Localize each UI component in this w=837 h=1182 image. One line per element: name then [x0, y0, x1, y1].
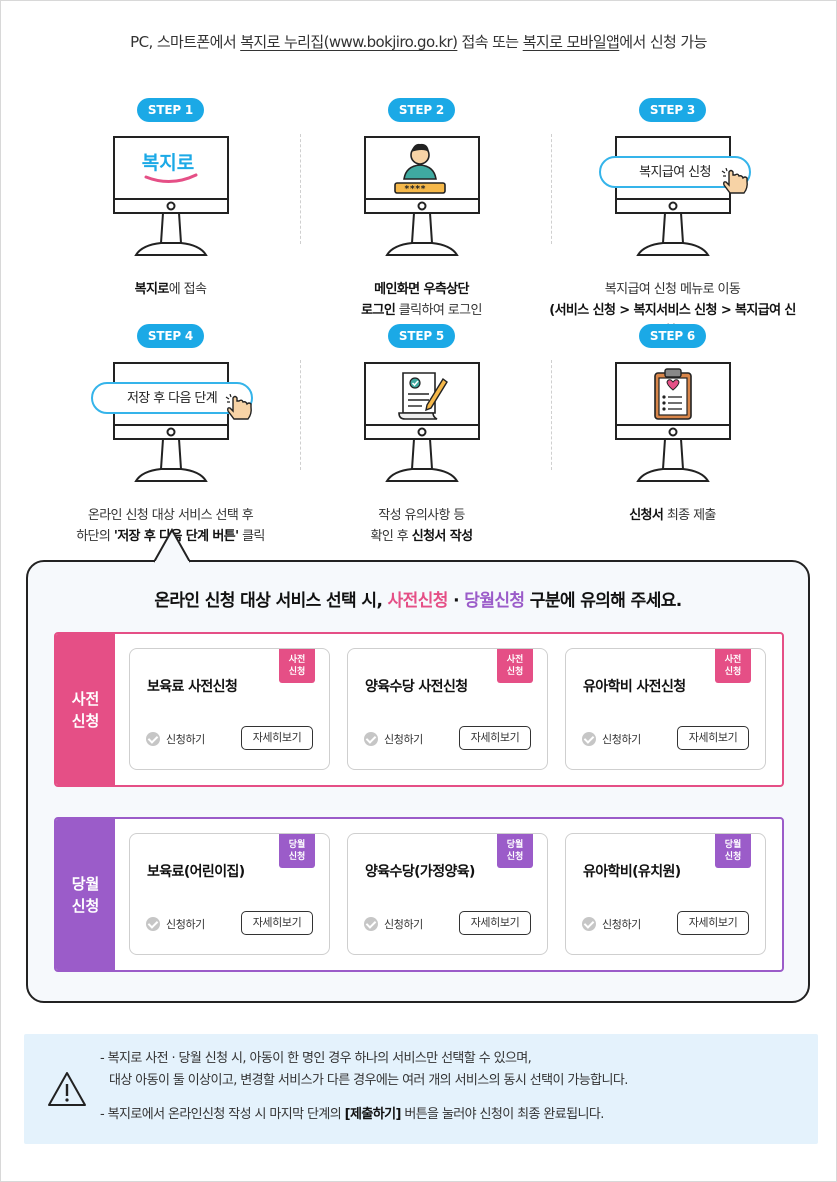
step-1-desc: 복지로에 접속 [134, 282, 207, 297]
card-title: 양육수당 사전신청 [365, 679, 468, 695]
view-details-button[interactable]: 자세히보기 [677, 726, 749, 750]
notice-title: 온라인 신청 대상 서비스 선택 시, 사전신청 · 당월신청 구분에 유의해 … [154, 591, 682, 611]
step-2-label: STEP 2 [387, 98, 456, 122]
check-circle-icon [364, 732, 378, 746]
card-title: 유아학비(유치원) [583, 864, 681, 880]
service-card: 양육수당 사전신청 사전 신청 신청하기 자세히보기 [347, 648, 548, 770]
caution-line-1: - 복지로 사전 · 당월 신청 시, 아동이 한 명인 경우 하나의 서비스만… [100, 1051, 532, 1066]
step-4-label: STEP 4 [136, 324, 205, 348]
apply-option[interactable]: 신청하기 [364, 916, 423, 932]
current-month-application-group: 당월 신청 보육료(어린이집) 당월 신청 신청하기 자세히보기 양육수당(가정… [54, 817, 784, 972]
caution-line-3: - 복지로에서 온라인신청 작성 시 마지막 단계의 [제출하기] 버튼을 눌러… [100, 1107, 604, 1122]
steps-row-1: STEP 1 복지로 복지로에 접속 STEP 2 **** 메인화면 우측상단… [45, 98, 800, 342]
apply-option[interactable]: 신청하기 [364, 731, 423, 747]
card-title: 유아학비 사전신청 [583, 679, 686, 695]
pointer-hand-icon [721, 168, 748, 194]
step-6: STEP 6 신청서 최종 제출 [547, 324, 798, 547]
step-1-label: STEP 1 [136, 98, 205, 122]
apply-option[interactable]: 신청하기 [146, 916, 205, 932]
current-month-badge: 당월 신청 [497, 834, 533, 868]
access-instruction: PC, 스마트폰에서 복지로 누리집(www.bokjiro.go.kr) 접속… [0, 31, 837, 52]
step-3-label: STEP 3 [638, 98, 707, 122]
login-user-monitor-icon: **** [363, 136, 480, 256]
warning-icon [48, 1072, 86, 1106]
pre-application-group: 사전 신청 보육료 사전신청 사전 신청 신청하기 자세히보기 양육수당 사전신… [54, 632, 784, 787]
check-circle-icon [364, 917, 378, 931]
welfare-apply-button-illustration: 복지급여 신청 [599, 156, 751, 188]
password-mask: **** [404, 185, 426, 195]
instruction-suffix: 에서 신청 가능 [619, 33, 707, 51]
check-circle-icon [146, 732, 160, 746]
bokjiro-logo-text: 복지로 [141, 152, 193, 174]
service-card: 보육료(어린이집) 당월 신청 신청하기 자세히보기 [129, 833, 330, 955]
pre-application-badge: 사전 신청 [279, 649, 315, 683]
step-5-label: STEP 5 [387, 324, 456, 348]
bokjiro-logo-monitor-icon: 복지로 [112, 136, 229, 256]
notice-pointer-tip [154, 528, 190, 564]
instruction-prefix: PC, 스마트폰에서 [130, 33, 241, 51]
clipboard-heart-monitor-icon [614, 362, 731, 482]
caution-line-2: 대상 아동이 둘 이상이고, 변경할 서비스가 다른 경우에는 여러 개의 서비… [109, 1073, 628, 1088]
instruction-middle: 접속 또는 [457, 33, 523, 51]
apply-option[interactable]: 신청하기 [582, 916, 641, 932]
pointer-hand-icon [225, 394, 252, 420]
bokjiro-app-link[interactable]: 복지로 모바일앱 [522, 33, 620, 51]
caution-info-box: - 복지로 사전 · 당월 신청 시, 아동이 한 명인 경우 하나의 서비스만… [24, 1034, 818, 1144]
view-details-button[interactable]: 자세히보기 [241, 726, 313, 750]
view-details-button[interactable]: 자세히보기 [459, 726, 531, 750]
service-card: 양육수당(가정양육) 당월 신청 신청하기 자세히보기 [347, 833, 548, 955]
view-details-button[interactable]: 자세히보기 [241, 911, 313, 935]
pre-application-badge: 사전 신청 [497, 649, 533, 683]
document-check-monitor-icon [363, 362, 480, 482]
pre-application-badge: 사전 신청 [715, 649, 751, 683]
service-card: 유아학비 사전신청 사전 신청 신청하기 자세히보기 [565, 648, 766, 770]
view-details-button[interactable]: 자세히보기 [677, 911, 749, 935]
step-6-label: STEP 6 [638, 324, 707, 348]
pre-application-label: 사전 신청 [56, 634, 115, 785]
service-selection-notice: 온라인 신청 대상 서비스 선택 시, 사전신청 · 당월신청 구분에 유의해 … [26, 560, 810, 1003]
check-circle-icon [582, 917, 596, 931]
view-details-button[interactable]: 자세히보기 [459, 911, 531, 935]
current-month-badge: 당월 신청 [279, 834, 315, 868]
current-month-label: 당월 신청 [56, 819, 115, 970]
save-next-button-illustration: 저장 후 다음 단계 [91, 382, 253, 414]
step-1: STEP 1 복지로 복지로에 접속 [45, 98, 296, 342]
card-title: 양육수당(가정양육) [365, 864, 475, 880]
bokjiro-website-link[interactable]: 복지로 누리집(www.bokjiro.go.kr) [240, 33, 458, 51]
card-title: 보육료(어린이집) [147, 864, 245, 880]
card-title: 보육료 사전신청 [147, 679, 238, 695]
step-3: STEP 3 복지급여 신청 복지급여 신청 메뉴로 이동(서비스 신청 > 복… [547, 98, 798, 342]
check-circle-icon [146, 917, 160, 931]
service-card: 보육료 사전신청 사전 신청 신청하기 자세히보기 [129, 648, 330, 770]
check-circle-icon [582, 732, 596, 746]
step-6-desc: 신청서 최종 제출 [629, 508, 716, 523]
service-card: 유아학비(유치원) 당월 신청 신청하기 자세히보기 [565, 833, 766, 955]
apply-option[interactable]: 신청하기 [582, 731, 641, 747]
current-month-badge: 당월 신청 [715, 834, 751, 868]
apply-option[interactable]: 신청하기 [146, 731, 205, 747]
